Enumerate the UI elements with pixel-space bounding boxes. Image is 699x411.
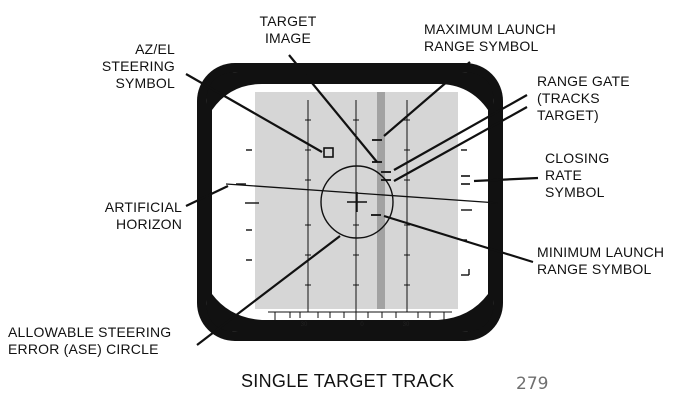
label-ase-circle: ALLOWABLE STEERING ERROR (ASE) CIRCLE bbox=[8, 324, 171, 358]
leader-lines bbox=[185, 54, 539, 346]
scale-number-left: 30 bbox=[301, 322, 308, 328]
label-closing-rate-line3: SYMBOL bbox=[545, 184, 605, 200]
label-closing-rate: CLOSING RATE SYMBOL bbox=[545, 150, 609, 201]
diagram-caption: SINGLE TARGET TRACK bbox=[241, 371, 455, 391]
label-range-gate-line2: (TRACKS bbox=[537, 90, 600, 106]
leader-target-image bbox=[288, 54, 378, 163]
leader-min-launch bbox=[383, 214, 534, 264]
label-az-el-steering: AZ/EL STEERING SYMBOL bbox=[95, 41, 175, 92]
center-cross bbox=[347, 192, 367, 212]
label-max-launch-range-line1: MAXIMUM LAUNCH bbox=[424, 21, 556, 37]
leader-artificial-horizon bbox=[185, 185, 229, 207]
az-el-steering-symbol bbox=[323, 147, 334, 158]
elevation-scale-left bbox=[236, 149, 259, 261]
scale-number-center: 0 bbox=[360, 322, 364, 328]
label-closing-rate-line1: CLOSING bbox=[545, 150, 610, 166]
scale-number-right: 30 bbox=[403, 322, 410, 328]
label-target-image-line1: TARGET bbox=[259, 13, 317, 29]
leader-az-el bbox=[185, 73, 323, 153]
label-range-gate: RANGE GATE (TRACKS TARGET) bbox=[537, 73, 630, 124]
label-range-gate-line3: TARGET) bbox=[537, 107, 599, 123]
leader-ase bbox=[196, 235, 341, 346]
label-target-image-line2: IMAGE bbox=[264, 30, 312, 46]
label-closing-rate-line2: RATE bbox=[545, 167, 583, 183]
leader-closing-rate bbox=[473, 176, 539, 183]
azimuth-scale-bottom bbox=[268, 311, 452, 322]
range-tick-marks bbox=[305, 119, 410, 286]
label-ase-line1: ALLOWABLE STEERING bbox=[8, 324, 172, 340]
label-artificial-horizon-line2: HORIZON bbox=[116, 216, 182, 232]
label-artificial-horizon: ARTIFICIAL HORIZON bbox=[90, 199, 182, 233]
label-az-el-line1: AZ/EL bbox=[135, 41, 175, 57]
label-min-launch-range: MINIMUM LAUNCH RANGE SYMBOL bbox=[537, 244, 664, 278]
closing-rate-symbol bbox=[461, 175, 470, 185]
label-artificial-horizon-line1: ARTIFICIAL bbox=[104, 199, 182, 215]
label-max-launch-range: MAXIMUM LAUNCH RANGE SYMBOL bbox=[424, 21, 556, 55]
page-number: 279 bbox=[516, 374, 549, 394]
range-bar-symbols bbox=[371, 139, 391, 216]
label-min-launch-range-line1: MINIMUM LAUNCH bbox=[537, 244, 665, 260]
label-az-el-line2: STEERING bbox=[101, 58, 175, 74]
leader-range-gate-1 bbox=[393, 94, 528, 171]
leader-max-launch bbox=[383, 61, 471, 137]
label-ase-line2: ERROR (ASE) CIRCLE bbox=[8, 341, 159, 357]
label-target-image: TARGET IMAGE bbox=[253, 13, 323, 47]
label-range-gate-line1: RANGE GATE bbox=[537, 73, 630, 89]
leader-range-gate-2 bbox=[393, 106, 528, 182]
ase-circle bbox=[320, 165, 394, 239]
label-min-launch-range-line2: RANGE SYMBOL bbox=[537, 261, 652, 277]
range-bar bbox=[377, 92, 385, 309]
artificial-horizon-line bbox=[225, 183, 499, 204]
label-az-el-line3: SYMBOL bbox=[115, 75, 175, 91]
label-max-launch-range-line2: RANGE SYMBOL bbox=[424, 38, 539, 54]
